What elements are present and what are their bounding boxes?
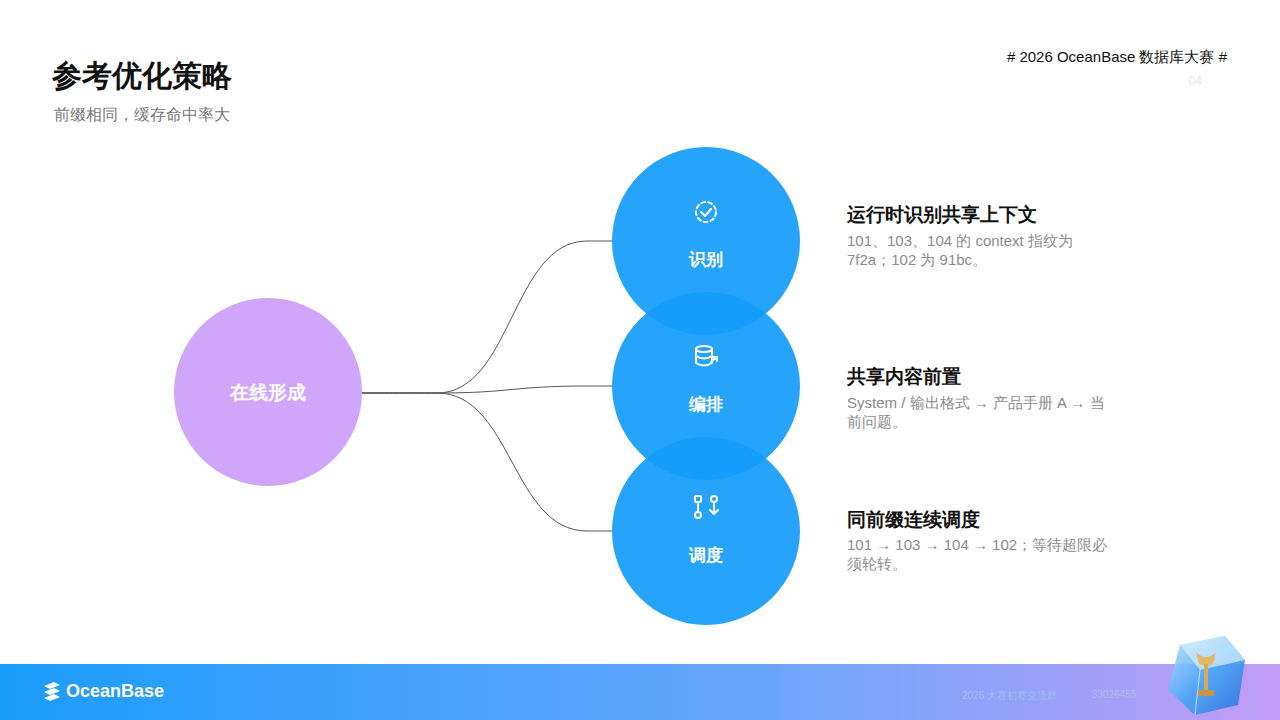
slide-subtitle: 前缀相同，缓存命中率大: [54, 105, 230, 126]
event-tag: # 2026 OceanBase 数据库大赛 #: [1007, 48, 1227, 67]
flow-icon: [695, 496, 718, 518]
step-description: System / 输出格式 → 产品手册 A → 当前问题。: [847, 393, 1117, 431]
circle-label: 识别: [612, 248, 800, 271]
database-icon: [696, 346, 717, 366]
step-description: 101 → 103 → 104 → 102；等待超限必须轮转。: [847, 535, 1117, 573]
footer-number: 33026455: [1092, 689, 1137, 700]
step-circle: 调度同前缀连续调度101 → 103 → 104 → 102；等待超限必须轮转。: [612, 437, 800, 625]
step-heading: 同前缀连续调度: [847, 507, 980, 533]
logo-mark: [44, 682, 60, 701]
connector-line: [362, 241, 612, 393]
circle-label: 编排: [612, 393, 800, 416]
slide-title: 参考优化策略: [52, 56, 232, 97]
source-circle: 在线形成: [174, 298, 362, 486]
page-number: 04: [1189, 74, 1202, 88]
check-icon: [696, 202, 716, 222]
step-description: 101、103、104 的 context 指纹为 7f2a；102 为 91b…: [847, 231, 1117, 269]
footer-bar: [0, 664, 1280, 720]
connector-line: [362, 386, 612, 393]
trophy-cube: [1168, 636, 1245, 715]
circle-label: 调度: [612, 544, 800, 567]
connector-line: [362, 393, 612, 531]
footer-note: 2026 大赛初赛交流群: [962, 689, 1057, 703]
circle-shape: [612, 437, 800, 625]
circle-label: 在线形成: [174, 380, 362, 406]
circle-fill: [612, 437, 800, 625]
logo-text: OceanBase: [66, 681, 164, 702]
step-heading: 运行时识别共享上下文: [847, 202, 1037, 228]
circle-fill: [174, 298, 362, 486]
step-heading: 共享内容前置: [847, 364, 961, 390]
